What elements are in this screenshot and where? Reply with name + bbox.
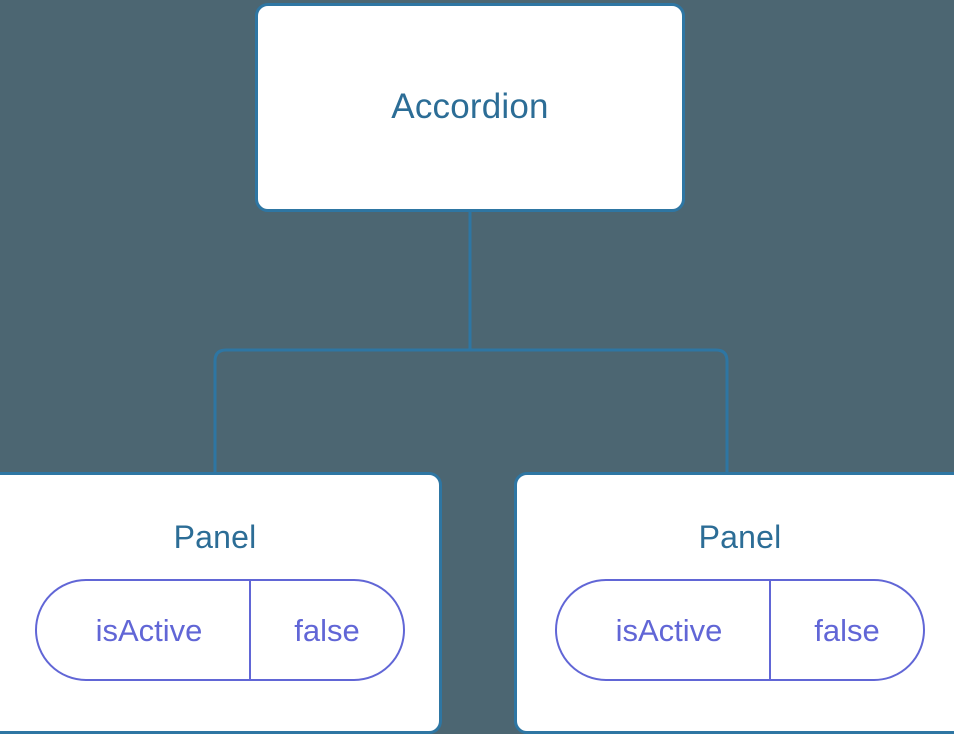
prop-value-label: false: [769, 581, 923, 680]
edge-to-panel-right: [470, 348, 729, 474]
prop-key-label: isActive: [95, 612, 203, 648]
node-accordion[interactable]: Accordion: [255, 3, 685, 212]
node-panel-left[interactable]: Panel isActive false: [0, 472, 442, 734]
edge-to-panel-left: [213, 348, 470, 474]
prop-key-label: isActive: [615, 612, 723, 648]
prop-pill-is-active-left[interactable]: isActive false: [35, 579, 405, 682]
prop-value-label: false: [249, 581, 403, 680]
node-panel-right-title: Panel: [698, 519, 782, 555]
node-panel-left-title: Panel: [173, 519, 257, 555]
node-panel-right[interactable]: Panel isActive false: [514, 472, 954, 734]
prop-pill-is-active-right[interactable]: isActive false: [555, 579, 925, 682]
node-accordion-title: Accordion: [391, 87, 549, 127]
